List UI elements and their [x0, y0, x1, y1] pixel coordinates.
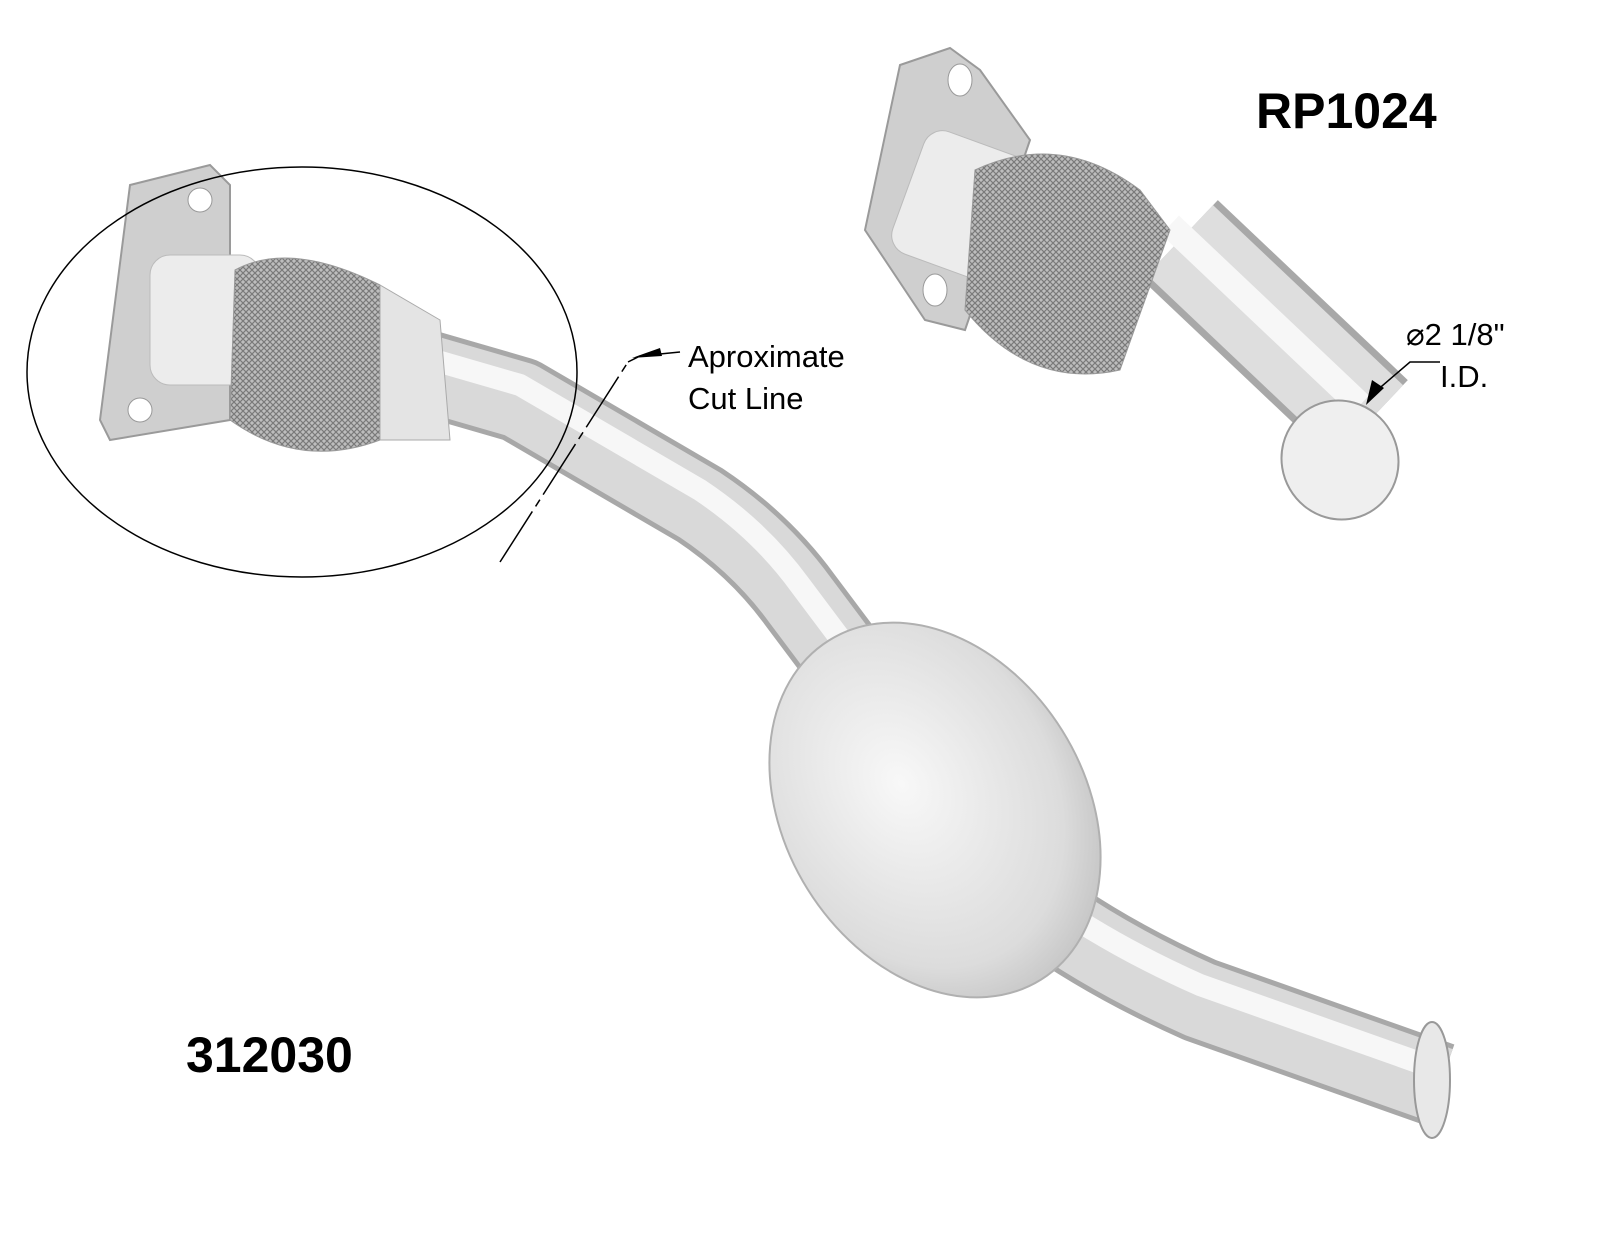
main-outlet-opening — [1413, 1021, 1451, 1139]
diameter-value: 2 1/8" — [1424, 317, 1505, 352]
original-part-number: 312030 — [186, 1027, 353, 1083]
rp-flex-mesh-section — [964, 153, 1171, 375]
converter-body — [768, 621, 1102, 999]
replacement-part-rp1024 — [863, 46, 1408, 521]
cut-line — [499, 361, 629, 563]
diameter-arrow-icon — [1366, 380, 1384, 405]
diameter-leader — [1374, 361, 1440, 393]
cut-line-label-line1: Aproximate — [688, 339, 845, 374]
cut-line-label: Aproximate Cut Line — [688, 336, 845, 420]
cut-line-label-line2: Cut Line — [688, 381, 804, 416]
rp-outlet-opening — [1280, 399, 1400, 521]
leader-arrow-icon — [632, 348, 662, 358]
diameter-label: ⌀2 1/8" I.D. — [1406, 314, 1505, 398]
diameter-symbol-icon: ⌀ — [1406, 317, 1425, 352]
catalytic-converter-assembly-312030 — [98, 163, 1455, 1139]
detail-circle — [26, 166, 578, 578]
diameter-unit: I.D. — [1440, 359, 1489, 394]
replacement-part-number: RP1024 — [1256, 83, 1437, 139]
